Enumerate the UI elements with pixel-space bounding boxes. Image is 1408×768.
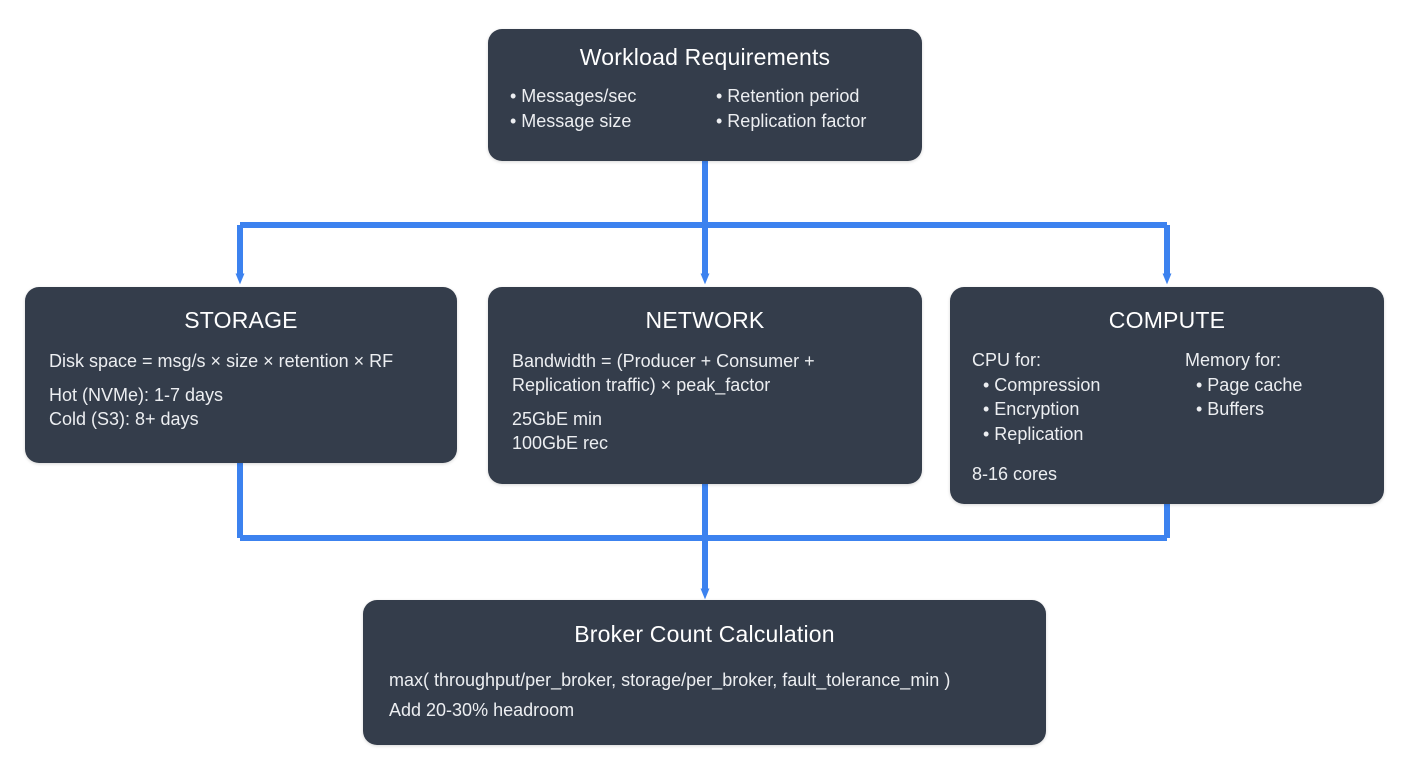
compute-column-cpu: CPU for: • Compression • Encryption • Re… xyxy=(972,348,1185,446)
compute-memory-bullet-buffers: • Buffers xyxy=(1196,399,1265,420)
compute-cpu-bullet-encryption: • Encryption xyxy=(983,399,1080,420)
network-bandwidth-formula-line-2: Replication traffic) × peak_factor xyxy=(512,375,771,396)
compute-columns: CPU for: • Compression • Encryption • Re… xyxy=(972,348,1362,446)
workload-column-left: • Messages/sec • Message size xyxy=(510,84,716,133)
network-recommended-nic: 100GbE rec xyxy=(512,433,609,454)
storage-hot-tier: Hot (NVMe): 1-7 days xyxy=(49,385,224,406)
workload-bullet-message-size: • Message size xyxy=(510,110,632,131)
node-broker-count-calculation[interactable]: Broker Count Calculation max( throughput… xyxy=(363,600,1046,745)
node-compute-title: COMPUTE xyxy=(1108,307,1226,333)
storage-cold-tier: Cold (S3): 8+ days xyxy=(49,409,199,430)
broker-headroom-note: Add 20-30% headroom xyxy=(389,700,575,721)
workload-bullet-columns: • Messages/sec • Message size • Retentio… xyxy=(510,84,900,133)
compute-cpu-bullet-compression: • Compression xyxy=(983,374,1101,395)
node-workload-title: Workload Requirements xyxy=(579,44,831,70)
node-network-title: NETWORK xyxy=(645,307,765,333)
spacer xyxy=(972,446,1362,462)
node-network[interactable]: NETWORK Bandwidth = (Producer + Consumer… xyxy=(488,287,922,484)
compute-memory-heading: Memory for: xyxy=(1185,350,1282,371)
network-minimum-nic: 25GbE min xyxy=(512,409,603,430)
spacer xyxy=(49,333,433,349)
spacer xyxy=(512,397,898,407)
node-workload-requirements[interactable]: Workload Requirements • Messages/sec • M… xyxy=(488,29,922,161)
compute-cpu-heading: CPU for: xyxy=(972,350,1042,371)
compute-core-count: 8-16 cores xyxy=(972,464,1058,485)
compute-column-memory: Memory for: • Page cache • Buffers xyxy=(1185,348,1302,446)
workload-column-right: • Retention period • Replication factor xyxy=(716,84,866,133)
node-storage[interactable]: STORAGE Disk space = msg/s × size × rete… xyxy=(25,287,457,463)
network-bandwidth-formula-line-1: Bandwidth = (Producer + Consumer + xyxy=(512,351,815,372)
node-storage-title: STORAGE xyxy=(184,307,298,333)
workload-bullet-messages-per-sec: • Messages/sec xyxy=(510,86,637,107)
workload-bullet-replication-factor: • Replication factor xyxy=(716,110,867,131)
node-compute[interactable]: COMPUTE CPU for: • Compression • Encrypt… xyxy=(950,287,1384,504)
compute-memory-bullet-page-cache: • Page cache xyxy=(1196,374,1303,395)
compute-cpu-bullet-replication: • Replication xyxy=(983,423,1084,444)
storage-disk-space-formula: Disk space = msg/s × size × retention × … xyxy=(49,351,394,372)
broker-max-formula: max( throughput/per_broker, storage/per_… xyxy=(389,670,951,691)
node-broker-title: Broker Count Calculation xyxy=(574,621,835,647)
spacer xyxy=(512,333,898,349)
spacer xyxy=(49,373,433,383)
workload-bullet-retention-period: • Retention period xyxy=(716,86,860,107)
